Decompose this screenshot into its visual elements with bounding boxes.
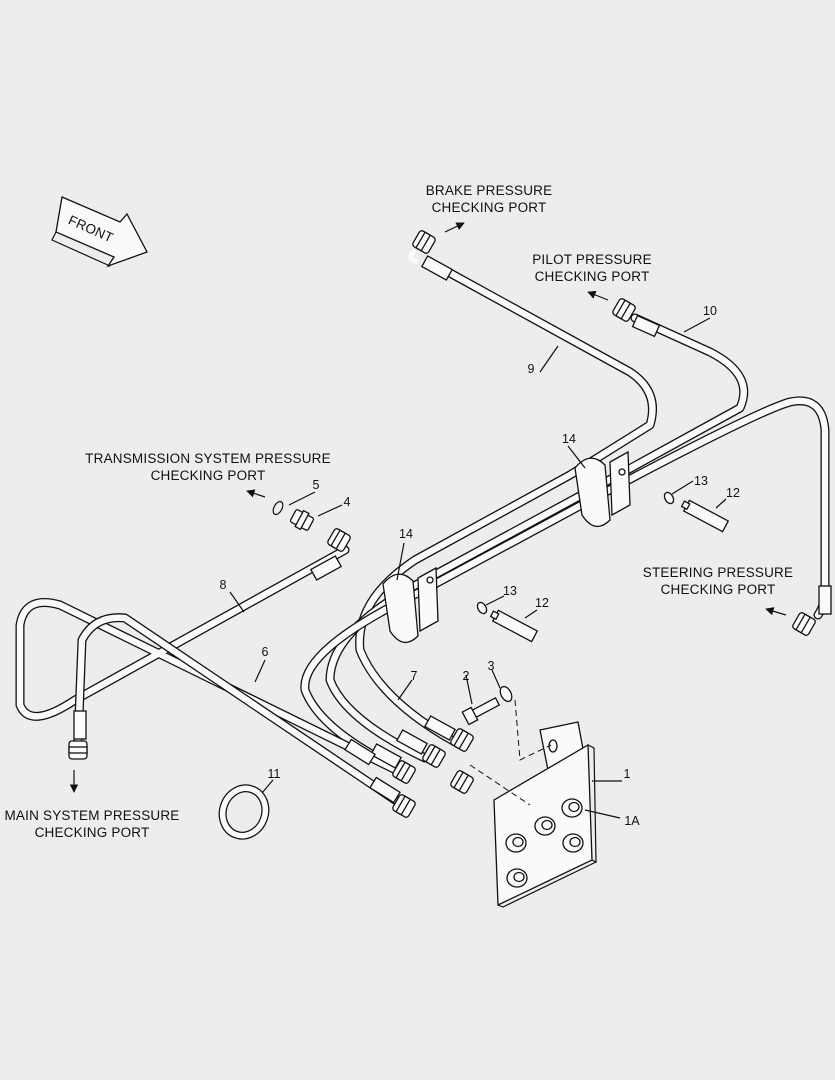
spacer-12-upper — [680, 499, 730, 533]
washer-3 — [499, 685, 513, 703]
steering-callout: STEERING PRESSURE CHECKING PORT — [643, 565, 793, 597]
pilot-callout-line2: CHECKING PORT — [535, 269, 650, 284]
label-13-upper: 13 — [694, 474, 708, 488]
transmission-callout-line2: CHECKING PORT — [151, 468, 266, 483]
seal-ring-11 — [218, 784, 270, 840]
washer-13-lower — [476, 601, 488, 615]
leader-lines — [229, 317, 727, 819]
hose-9 — [355, 257, 657, 747]
pilot-callout: PILOT PRESSURE CHECKING PORT — [532, 252, 652, 284]
label-14-upper: 14 — [562, 432, 576, 446]
steering-callout-line2: CHECKING PORT — [661, 582, 776, 597]
label-1a: 1A — [624, 814, 640, 828]
label-11: 11 — [268, 767, 281, 781]
front-arrow-icon: FRONT — [51, 196, 148, 268]
label-4: 4 — [344, 495, 351, 509]
label-14-lower: 14 — [399, 527, 413, 541]
brake-callout-line1: BRAKE PRESSURE — [426, 183, 553, 198]
steering-callout-line1: STEERING PRESSURE — [643, 565, 793, 580]
main-callout: MAIN SYSTEM PRESSURE CHECKING PORT — [4, 808, 179, 840]
dashed-guides — [469, 699, 552, 806]
pilot-callout-line1: PILOT PRESSURE — [532, 252, 652, 267]
label-10: 10 — [703, 304, 717, 318]
o-ring-5 — [272, 500, 284, 516]
brake-callout-line2: CHECKING PORT — [432, 200, 547, 215]
clamp-14-lower — [382, 566, 439, 643]
main-callout-line2: CHECKING PORT — [35, 825, 150, 840]
bolt-2 — [461, 697, 501, 726]
washer-13-upper — [663, 491, 675, 505]
transmission-callout: TRANSMISSION SYSTEM PRESSURE CHECKING PO… — [85, 451, 331, 483]
brake-callout: BRAKE PRESSURE CHECKING PORT — [426, 183, 553, 215]
hose-sleeves — [73, 255, 832, 804]
label-1: 1 — [624, 767, 631, 781]
callout-arrows — [69, 222, 787, 793]
hose-6 — [73, 613, 400, 805]
main-callout-line1: MAIN SYSTEM PRESSURE — [4, 808, 179, 823]
label-6: 6 — [262, 645, 269, 659]
hose-end-fittings — [68, 230, 816, 818]
label-3: 3 — [488, 659, 495, 673]
label-9: 9 — [528, 362, 535, 376]
hose-steering — [300, 396, 830, 773]
clamp-14-upper — [574, 450, 631, 527]
hose-8 — [15, 545, 405, 777]
label-7: 7 — [411, 669, 418, 683]
adapter-fitting-4 — [289, 509, 315, 531]
label-12-lower: 12 — [535, 596, 549, 610]
coupling-1a-set — [505, 798, 584, 888]
label-2: 2 — [463, 669, 470, 683]
label-12-upper: 12 — [726, 486, 740, 500]
label-5: 5 — [313, 478, 320, 492]
label-13-lower: 13 — [503, 584, 517, 598]
label-8: 8 — [220, 578, 227, 592]
transmission-callout-line1: TRANSMISSION SYSTEM PRESSURE — [85, 451, 331, 466]
spacer-12-lower — [489, 609, 539, 643]
part-number-labels: 1 1A 2 3 4 5 6 7 8 9 10 11 12 12 13 13 1… — [220, 304, 740, 828]
